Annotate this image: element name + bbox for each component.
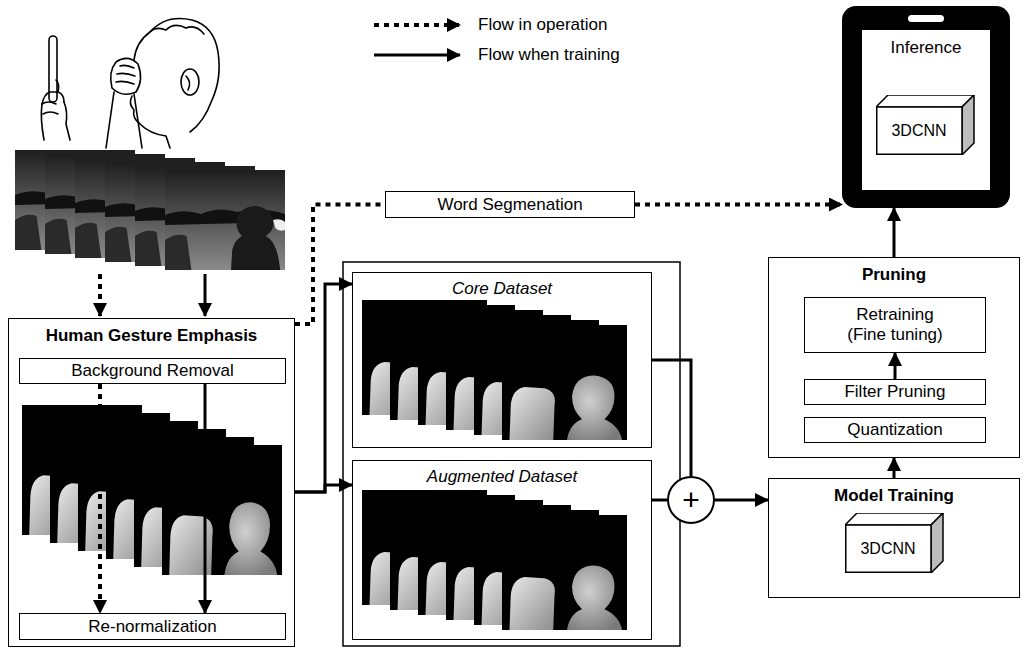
- flow-arrow: [295, 284, 352, 492]
- flow-arrow: [652, 499, 667, 502]
- flow-arrow: [652, 360, 691, 476]
- legend-line: [372, 15, 464, 35]
- legend-row: Flow when training: [372, 40, 620, 70]
- node-label: 3DCNN: [860, 540, 915, 558]
- flow-arrow: [295, 205, 385, 325]
- dataset-panel: Core Dataset: [352, 272, 652, 448]
- legend-line: [372, 45, 464, 65]
- legend: Flow in operationFlow when training: [372, 10, 620, 70]
- phone-notch: [908, 15, 944, 22]
- node-label: +: [682, 485, 700, 515]
- flow-arrow: [894, 353, 897, 379]
- dataset-label: Augmented Dataset: [353, 467, 651, 487]
- node-label: Word Segmenation: [437, 195, 582, 215]
- flow-arrow: [893, 458, 896, 478]
- process-box: Word Segmenation: [385, 191, 635, 218]
- flow-arrow: [98, 384, 102, 613]
- dataset-label: Core Dataset: [353, 279, 651, 299]
- flow-arrow: [204, 384, 207, 613]
- cube-face: 3DCNN: [876, 107, 962, 155]
- stage-panel: PruningRetraining (Fine tuning) Filter Pr…: [768, 257, 1020, 458]
- node-label: Re-normalization: [88, 617, 217, 637]
- node-label: Retraining (Fine tuning): [835, 305, 955, 344]
- sum-circle: +: [667, 476, 715, 524]
- node-label: 3DCNN: [891, 122, 946, 140]
- process-box: Filter Pruning: [804, 379, 986, 405]
- cnn-cube: 3DCNN: [876, 95, 976, 155]
- panel-heading: Pruning: [769, 265, 1019, 285]
- legend-row: Flow in operation: [372, 10, 620, 40]
- flow-arrow: [295, 485, 352, 492]
- process-box: Retraining (Fine tuning): [804, 297, 986, 353]
- cube-face: 3DCNN: [845, 525, 931, 573]
- process-box: Background Removal: [19, 358, 286, 384]
- flow-arrow: [893, 208, 896, 257]
- cnn-cube: 3DCNN: [845, 513, 945, 573]
- node-label: Background Removal: [71, 361, 234, 381]
- node-label: Inference: [891, 38, 962, 57]
- process-box: Re-normalization: [19, 613, 286, 640]
- panel-heading: Human Gesture Emphasis: [9, 326, 294, 346]
- flow-arrow: [635, 203, 842, 207]
- process-box: Quantization: [804, 417, 986, 443]
- node-label: Quantization: [847, 420, 942, 440]
- legend-text: Flow in operation: [478, 15, 607, 35]
- stage-panel: Model Training 3DCNN: [768, 478, 1020, 598]
- node-label: Filter Pruning: [844, 382, 945, 402]
- dataset-panel: Augmented Dataset: [352, 460, 652, 640]
- screen-caption: Inference: [842, 38, 1010, 58]
- legend-text: Flow when training: [478, 45, 620, 65]
- panel-heading: Model Training: [769, 486, 1019, 506]
- flow-arrow: [715, 499, 768, 502]
- stage-panel: Human Gesture EmphasisBackground Removal…: [8, 318, 295, 647]
- phone-device: Inference 3DCNN: [842, 6, 1010, 208]
